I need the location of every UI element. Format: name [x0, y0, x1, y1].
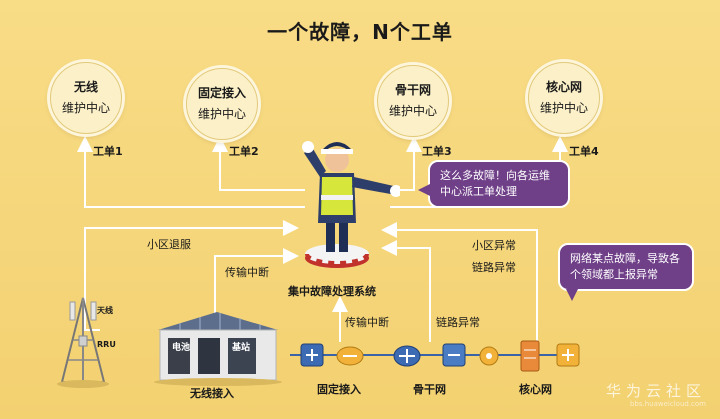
network-devices [300, 340, 580, 372]
battery-label: 电池 [172, 343, 191, 353]
system-label: 集中故障处理系统 [288, 285, 376, 298]
center-fixed-access: 固定接入 维护中心 [186, 68, 258, 140]
edge-label-link-abnormal: 链路异常 [436, 316, 480, 329]
edge-label-cell-out: 小区退服 [147, 238, 191, 251]
center-name: 核心网 [545, 80, 582, 94]
antenna-tower-icon [57, 297, 109, 388]
traffic-police-icon [302, 141, 400, 268]
ticket-label: 工单1 [93, 145, 123, 158]
dispatch-bubble: 这么多故障！向各运维中心派工单处理 [418, 160, 570, 208]
bottom-label-wireless: 无线接入 [190, 387, 234, 400]
center-core: 核心网 维护中心 [528, 62, 600, 134]
edge-label-transmission-break: 传输中断 [225, 266, 269, 279]
ticket-label: 工单2 [229, 145, 259, 158]
watermark: 华为云社区 [605, 382, 706, 400]
base-station-house-icon [154, 312, 282, 386]
edge-label-link-abnormal: 链路异常 [472, 261, 516, 274]
center-sub: 维护中心 [539, 101, 588, 115]
center-name: 无线 [73, 80, 98, 94]
ticket-label: 工单4 [569, 145, 599, 158]
domains-bubble: 网络某点故障，导致各个领域都上报异常 [558, 243, 694, 301]
fixed-access-router-icon [300, 343, 364, 367]
ticket-label: 工单3 [422, 145, 452, 158]
antenna-label: 天线 [97, 306, 113, 315]
core-network-gear-icon [479, 340, 580, 372]
center-sub: 维护中心 [388, 104, 437, 118]
bottom-label-fixed: 固定接入 [317, 383, 361, 396]
center-backbone: 骨干网 维护中心 [377, 65, 449, 137]
center-sub: 维护中心 [61, 101, 110, 115]
bottom-label-core: 核心网 [519, 383, 552, 396]
center-name: 骨干网 [394, 83, 431, 97]
center-name: 固定接入 [197, 86, 246, 100]
center-wireless: 无线 维护中心 [50, 62, 122, 134]
bbu-label: 基站 [232, 343, 251, 353]
diagram-title: 一个故障，N个工单 [267, 20, 453, 44]
rru-label: RRU [97, 340, 116, 349]
backbone-router-icon [393, 343, 466, 367]
edge-label-cell-abnormal: 小区异常 [472, 239, 516, 252]
center-sub: 维护中心 [197, 107, 246, 121]
edge-label-transmission-break: 传输中断 [345, 316, 389, 329]
watermark-url: bbs.huaweicloud.com [629, 400, 706, 408]
bottom-label-backbone: 骨干网 [413, 383, 446, 396]
